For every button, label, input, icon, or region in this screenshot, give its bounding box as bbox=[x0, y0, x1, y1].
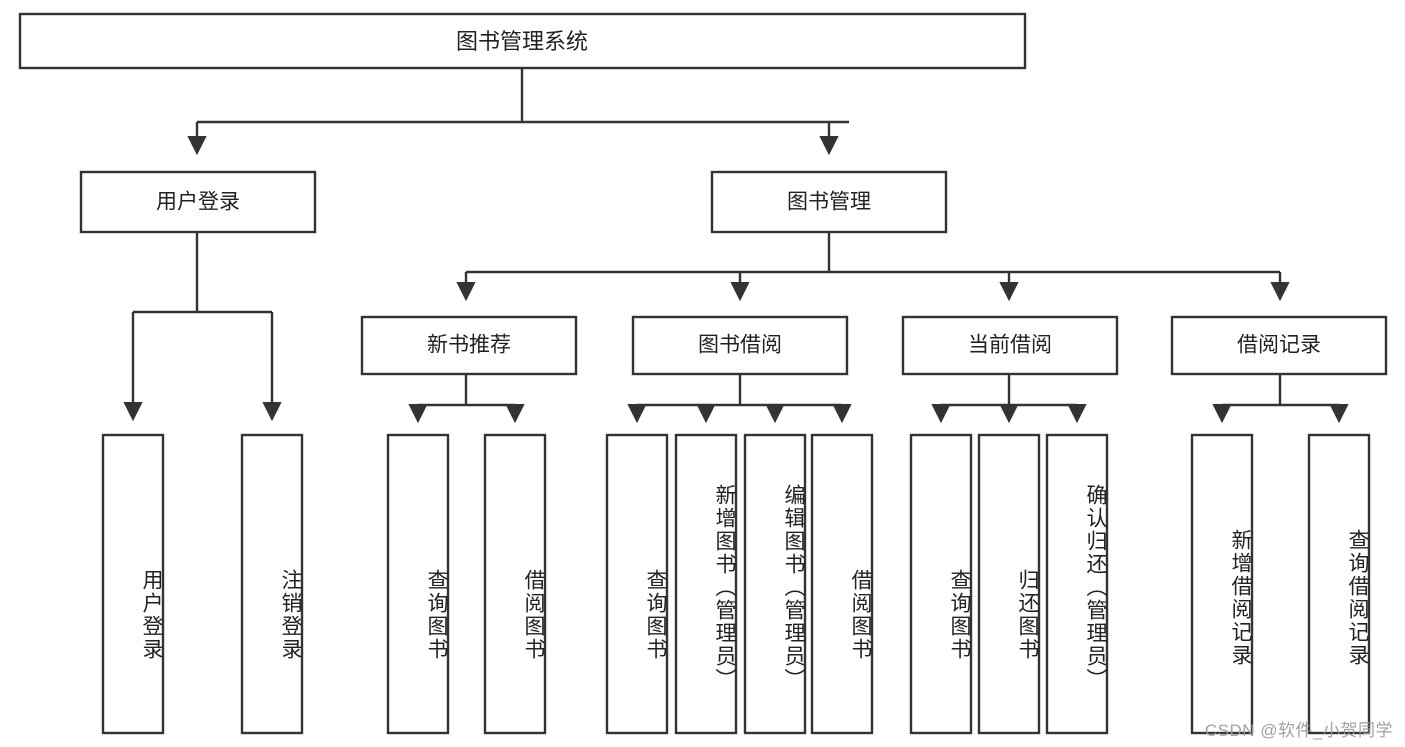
leaf-box-current-borrow-1[interactable] bbox=[977, 433, 1041, 735]
leaf-box-user-login-0[interactable] bbox=[101, 433, 165, 735]
node-borrow-record-label: 借阅记录 bbox=[1237, 334, 1321, 357]
node-current-borrow-label: 当前借阅 bbox=[968, 334, 1052, 357]
csdn-watermark: CSDN @软件_小贺同学 bbox=[1204, 721, 1393, 740]
connector-root-to-level2 bbox=[187, 68, 849, 156]
node-current-borrow[interactable]: 当前借阅 bbox=[901, 315, 1119, 376]
node-book-management[interactable]: 图书管理 bbox=[710, 170, 948, 234]
connector-bookmgmt-to-level3 bbox=[456, 232, 1290, 302]
leaf-box-new-book-1[interactable] bbox=[483, 433, 547, 735]
leaf-box-new-book-0[interactable] bbox=[386, 433, 450, 735]
leaf-box-book-borrow-0[interactable] bbox=[605, 433, 669, 735]
leaf-box-book-borrow-3[interactable] bbox=[810, 433, 874, 735]
node-root[interactable]: 图书管理系统 bbox=[18, 12, 1027, 70]
node-borrow-record[interactable]: 借阅记录 bbox=[1170, 315, 1388, 376]
node-book-borrow-label: 图书借阅 bbox=[698, 334, 782, 357]
connector-userlogin-to-leaves bbox=[123, 232, 282, 422]
connector-newbook-to-leaves bbox=[408, 374, 525, 424]
leaf-box-book-borrow-2[interactable] bbox=[743, 433, 807, 735]
node-book-management-label: 图书管理 bbox=[787, 191, 871, 214]
leaf-box-user-login-1[interactable] bbox=[240, 433, 304, 735]
leaf-box-book-borrow-1[interactable] bbox=[674, 433, 738, 735]
connector-currentborrow-to-leaves bbox=[931, 374, 1087, 424]
leaf-box-borrow-record-1[interactable] bbox=[1307, 433, 1371, 735]
leaf-box-current-borrow-0[interactable] bbox=[909, 433, 973, 735]
node-user-login-label: 用户登录 bbox=[156, 191, 240, 214]
node-new-book-recommend-label: 新书推荐 bbox=[427, 334, 511, 357]
node-root-label: 图书管理系统 bbox=[456, 29, 588, 54]
leaf-box-current-borrow-2[interactable] bbox=[1045, 433, 1109, 735]
node-new-book-recommend[interactable]: 新书推荐 bbox=[360, 315, 578, 376]
connector-borrowrecord-to-leaves bbox=[1212, 374, 1349, 424]
connector-bookborrow-to-leaves bbox=[627, 374, 852, 424]
node-user-login[interactable]: 用户登录 bbox=[79, 170, 317, 234]
node-book-borrow[interactable]: 图书借阅 bbox=[631, 315, 849, 376]
leaf-box-borrow-record-0[interactable] bbox=[1190, 433, 1254, 735]
